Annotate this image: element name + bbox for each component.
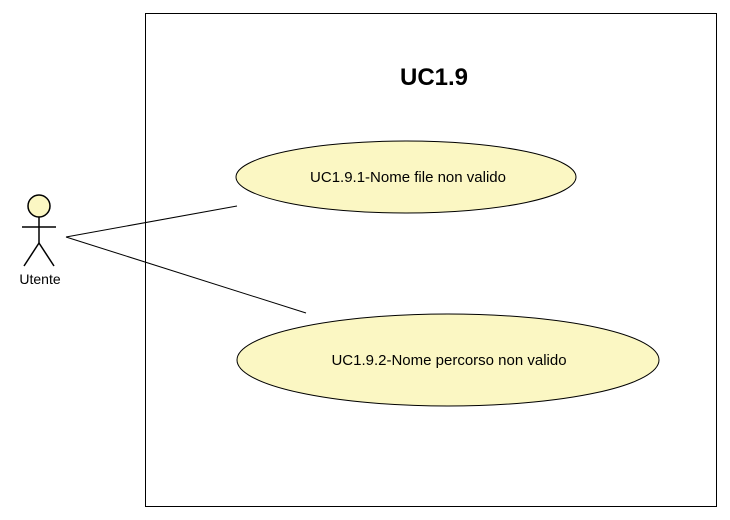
actor-utente[interactable]: Utente: [19, 194, 61, 287]
use-case-ellipse: [235, 140, 577, 214]
use-case-label: UC1.9.1-Nome file non valido: [310, 169, 506, 186]
use-case-ellipse: [236, 313, 660, 407]
actor-head-icon: [27, 194, 51, 218]
actor-label: Utente: [19, 271, 60, 287]
association-line-uc2: [65, 236, 307, 314]
association-line-uc1: [65, 205, 238, 238]
use-case-uc1-9-2[interactable]: UC1.9.2-Nome percorso non valido: [236, 313, 660, 407]
use-case-label: UC1.9.2-Nome percorso non valido: [331, 352, 566, 369]
system-boundary: [145, 13, 717, 507]
system-title: UC1.9: [400, 64, 468, 91]
actor-left-leg: [23, 242, 40, 267]
actor-right-leg: [38, 242, 55, 267]
use-case-uc1-9-1[interactable]: UC1.9.1-Nome file non valido: [235, 140, 577, 214]
